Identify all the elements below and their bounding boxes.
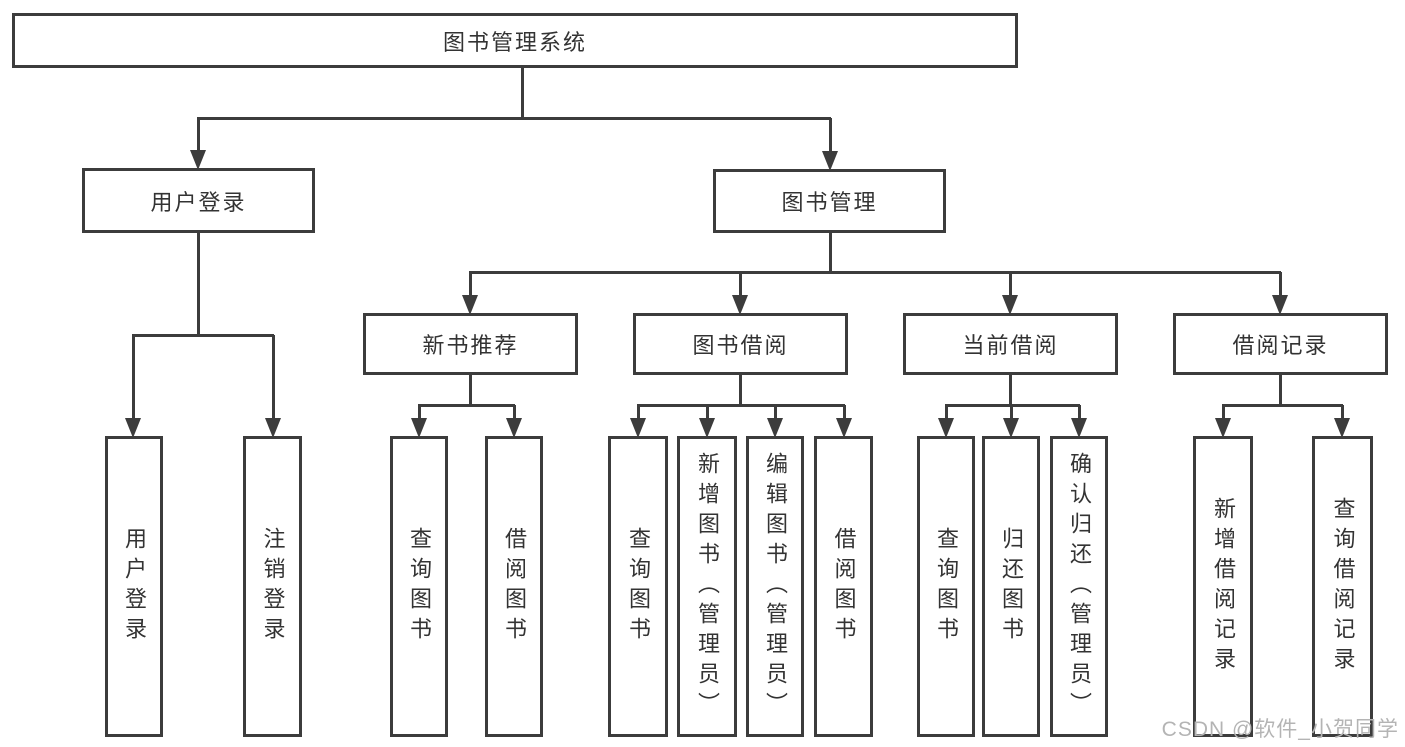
arrowhead-down-icon xyxy=(1272,295,1288,315)
node-label: 新书推荐 xyxy=(422,333,519,358)
leaf-edit-book-admin: 编辑图书（管理员） xyxy=(746,436,804,737)
connector-line-vertical xyxy=(1009,272,1012,297)
leaf-label: 借阅图书 xyxy=(502,526,527,647)
connector-line-vertical xyxy=(513,405,516,420)
connector-line-vertical xyxy=(829,118,832,153)
arrowhead-down-icon xyxy=(1215,418,1231,438)
connector-line-horizontal xyxy=(418,404,515,407)
arrowhead-down-icon xyxy=(506,418,522,438)
arrowhead-down-icon xyxy=(1003,418,1019,438)
node-label: 图书借阅 xyxy=(692,333,789,358)
leaf-label: 新增图书（管理员） xyxy=(695,451,720,722)
connector-line-vertical xyxy=(774,405,777,420)
arrowhead-down-icon xyxy=(630,418,646,438)
connector-line-vertical xyxy=(132,335,135,420)
connector-line-vertical xyxy=(469,272,472,297)
arrowhead-down-icon xyxy=(699,418,715,438)
connector-line-horizontal xyxy=(469,271,1281,274)
connector-line-horizontal xyxy=(132,334,274,337)
leaf-borrow-book: 借阅图书 xyxy=(814,436,873,737)
connector-line-vertical xyxy=(521,68,524,118)
csdn-watermark: CSDN @软件_小贺同学 xyxy=(1161,718,1399,741)
connector-line-vertical xyxy=(197,233,200,335)
arrowhead-down-icon xyxy=(1071,418,1087,438)
leaf-add-book-admin: 新增图书（管理员） xyxy=(677,436,737,737)
connector-line-horizontal xyxy=(945,404,1080,407)
node-book-management: 图书管理 xyxy=(713,169,946,233)
connector-line-vertical xyxy=(637,405,640,420)
leaf-confirm-return-admin: 确认归还（管理员） xyxy=(1050,436,1108,737)
connector-line-vertical xyxy=(272,335,275,420)
arrowhead-down-icon xyxy=(732,295,748,315)
leaf-label: 查询图书 xyxy=(934,526,959,647)
leaf-return-book: 归还图书 xyxy=(982,436,1040,737)
leaf-label: 注销登录 xyxy=(260,526,286,647)
connector-line-vertical xyxy=(1078,405,1081,420)
leaf-query-book-current: 查询图书 xyxy=(917,436,975,737)
connector-line-horizontal xyxy=(637,404,845,407)
arrowhead-down-icon xyxy=(1002,295,1018,315)
arrowhead-down-icon xyxy=(462,295,478,315)
connector-line-vertical xyxy=(1279,272,1282,297)
node-library-management-system: 图书管理系统 xyxy=(12,13,1018,68)
leaf-label: 借阅图书 xyxy=(831,526,857,647)
leaf-label: 编辑图书（管理员） xyxy=(763,451,788,722)
node-book-borrow: 图书借阅 xyxy=(633,313,848,375)
arrowhead-down-icon xyxy=(1334,418,1350,438)
connector-line-horizontal xyxy=(1222,404,1343,407)
connector-line-vertical xyxy=(1341,405,1344,420)
leaf-logout-login: 注销登录 xyxy=(243,436,302,737)
arrowhead-down-icon xyxy=(411,418,427,438)
node-borrow-records: 借阅记录 xyxy=(1173,313,1388,375)
leaf-query-borrow-record: 查询借阅记录 xyxy=(1312,436,1373,737)
connector-line-vertical xyxy=(1010,405,1013,420)
connector-line-vertical xyxy=(197,118,200,152)
arrowhead-down-icon xyxy=(938,418,954,438)
leaf-user-login: 用户登录 xyxy=(105,436,163,737)
connector-line-vertical xyxy=(1009,375,1012,405)
connector-line-vertical xyxy=(469,375,472,405)
connector-line-vertical xyxy=(739,272,742,297)
leaf-query-book-recommend: 查询图书 xyxy=(390,436,448,737)
connector-line-vertical xyxy=(829,233,832,272)
node-label: 图书管理 xyxy=(781,190,878,215)
arrowhead-down-icon xyxy=(767,418,783,438)
leaf-label: 查询图书 xyxy=(407,526,432,647)
arrowhead-down-icon xyxy=(822,151,838,171)
connector-line-vertical xyxy=(1279,375,1282,405)
arrowhead-down-icon xyxy=(190,150,206,170)
leaf-add-borrow-record: 新增借阅记录 xyxy=(1193,436,1253,737)
leaf-label: 查询图书 xyxy=(626,526,651,647)
connector-line-vertical xyxy=(945,405,948,420)
leaf-borrow-book-recommend: 借阅图书 xyxy=(485,436,543,737)
arrowhead-down-icon xyxy=(836,418,852,438)
connector-line-vertical xyxy=(1222,405,1225,420)
leaf-label: 新增借阅记录 xyxy=(1211,496,1236,677)
leaf-query-book-borrow: 查询图书 xyxy=(608,436,668,737)
leaf-label: 确认归还（管理员） xyxy=(1067,451,1092,722)
leaf-label: 用户登录 xyxy=(122,526,147,647)
connector-line-vertical xyxy=(706,405,709,420)
node-user-login: 用户登录 xyxy=(82,168,315,233)
connector-line-vertical xyxy=(739,374,742,405)
node-label: 用户登录 xyxy=(150,189,247,215)
connector-line-horizontal xyxy=(197,117,831,120)
arrowhead-down-icon xyxy=(125,418,141,438)
node-current-borrow: 当前借阅 xyxy=(903,313,1118,375)
node-label: 图书管理系统 xyxy=(442,29,587,55)
node-new-book-recommend: 新书推荐 xyxy=(363,313,578,375)
node-label: 借阅记录 xyxy=(1232,333,1329,358)
leaf-label: 归还图书 xyxy=(999,526,1024,647)
connector-line-vertical xyxy=(843,405,846,420)
arrowhead-down-icon xyxy=(265,418,281,438)
node-label: 当前借阅 xyxy=(962,333,1059,358)
connector-line-vertical xyxy=(418,405,421,420)
leaf-label: 查询借阅记录 xyxy=(1330,496,1356,677)
